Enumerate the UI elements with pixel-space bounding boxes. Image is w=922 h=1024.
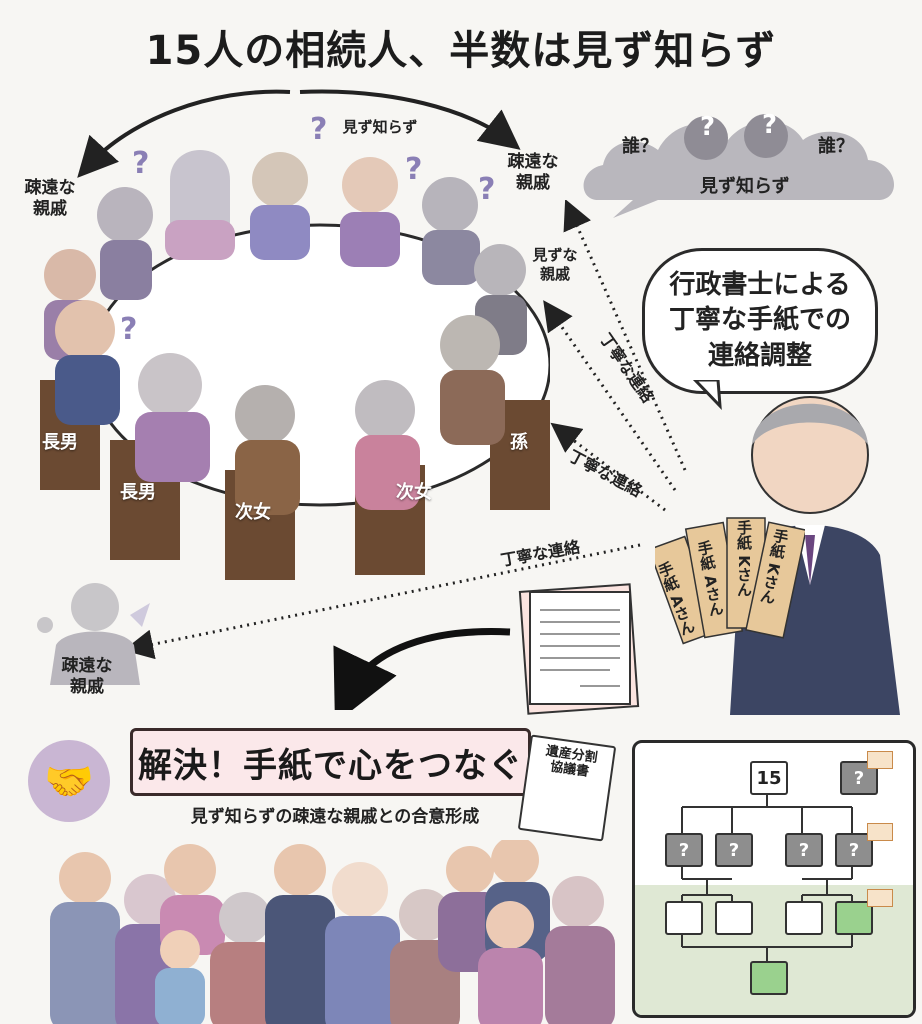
person-back-4 xyxy=(340,157,400,267)
top-arc-arrows xyxy=(77,89,521,178)
envelope-icon xyxy=(867,751,893,769)
tree-node xyxy=(785,901,823,935)
tree-node xyxy=(665,901,703,935)
label-left-relatives: 疎遠な 親戚 xyxy=(24,178,76,220)
contact-lines xyxy=(123,200,687,660)
banner-subtitle: 見ず知らずの疎遠な親戚との合意形成 xyxy=(190,807,480,827)
tree-node-resolved xyxy=(750,961,788,995)
person-back-3 xyxy=(250,152,310,260)
speech-line: 行政書士による xyxy=(669,270,851,301)
person-back-2 xyxy=(165,150,235,260)
chair-label-second-daughter: 次女 xyxy=(396,482,432,503)
tree-node xyxy=(715,901,753,935)
chair-label-eldest-son: 長男 xyxy=(42,432,78,453)
round-table-scene xyxy=(40,150,550,580)
gray-cloud-shape xyxy=(583,114,895,218)
tree-node-unknown: ? xyxy=(665,833,703,867)
question-mark-icon: ? xyxy=(700,112,716,142)
speech-line: 丁寧な手紙での xyxy=(668,305,851,336)
curved-arrow-down xyxy=(333,628,511,710)
document-title: 遺産分割 協議書 xyxy=(544,743,599,780)
family-group-figure xyxy=(50,840,615,1024)
speech-bubble: 行政書士による 丁寧な手紙での 連絡調整 xyxy=(642,248,878,394)
tree-node-unknown: ? xyxy=(785,833,823,867)
resolution-banner: 解決！手紙で心をつなぐ xyxy=(130,728,531,796)
cloud-who-right: 誰？ xyxy=(818,136,854,157)
person-right-1 xyxy=(474,244,527,355)
chair-label-second-daughter: 次女 xyxy=(235,502,271,523)
page-title: 15人の相続人、半数は見ず知らず xyxy=(145,28,777,74)
envelope-label: 手紙 Kさん xyxy=(735,520,753,597)
tree-node-unknown: ? xyxy=(715,833,753,867)
letter-document-icon xyxy=(518,583,640,715)
chair-label-eldest-son: 長男 xyxy=(120,482,156,503)
person-back-1 xyxy=(97,187,153,300)
envelope-icon xyxy=(867,823,893,841)
speech-line: 連絡調整 xyxy=(707,340,812,371)
tree-node-root: 15 xyxy=(750,761,788,795)
question-mark-icon: ? xyxy=(120,312,138,347)
cloud-unknown-label: 見ず知らず xyxy=(700,176,790,197)
tree-node-resolved xyxy=(835,901,873,935)
label-unknown-top: 見ず知らず xyxy=(342,118,418,136)
label-right-relatives: 疎遠な 親戚 xyxy=(507,152,559,194)
cloud-who-left: 誰？ xyxy=(622,136,658,157)
family-tree-panel: 15 ? ? ? ? ? xyxy=(632,740,916,1018)
question-mark-icon: ? xyxy=(762,110,778,140)
handshake-icon: 🤝 xyxy=(28,740,110,822)
label-bottom-left-relatives: 疎遠な 親戚 xyxy=(61,656,113,698)
envelopes-fan xyxy=(655,517,805,645)
chair-label-grandchild: 孫 xyxy=(510,432,528,453)
question-mark-icon: ? xyxy=(132,146,150,181)
envelope-icon xyxy=(867,889,893,907)
question-mark-icon: ? xyxy=(405,152,423,187)
question-mark-icon: ? xyxy=(478,172,496,207)
lone-relative-figure xyxy=(37,583,150,685)
label-unknown-right: 見ずな 親戚 xyxy=(532,246,578,283)
speech-tail xyxy=(692,380,722,410)
person-back-5 xyxy=(422,177,480,285)
agreement-document-icon: 遺産分割 協議書 xyxy=(517,734,617,842)
tree-node-unknown: ? xyxy=(835,833,873,867)
question-mark-icon: ? xyxy=(310,112,328,147)
